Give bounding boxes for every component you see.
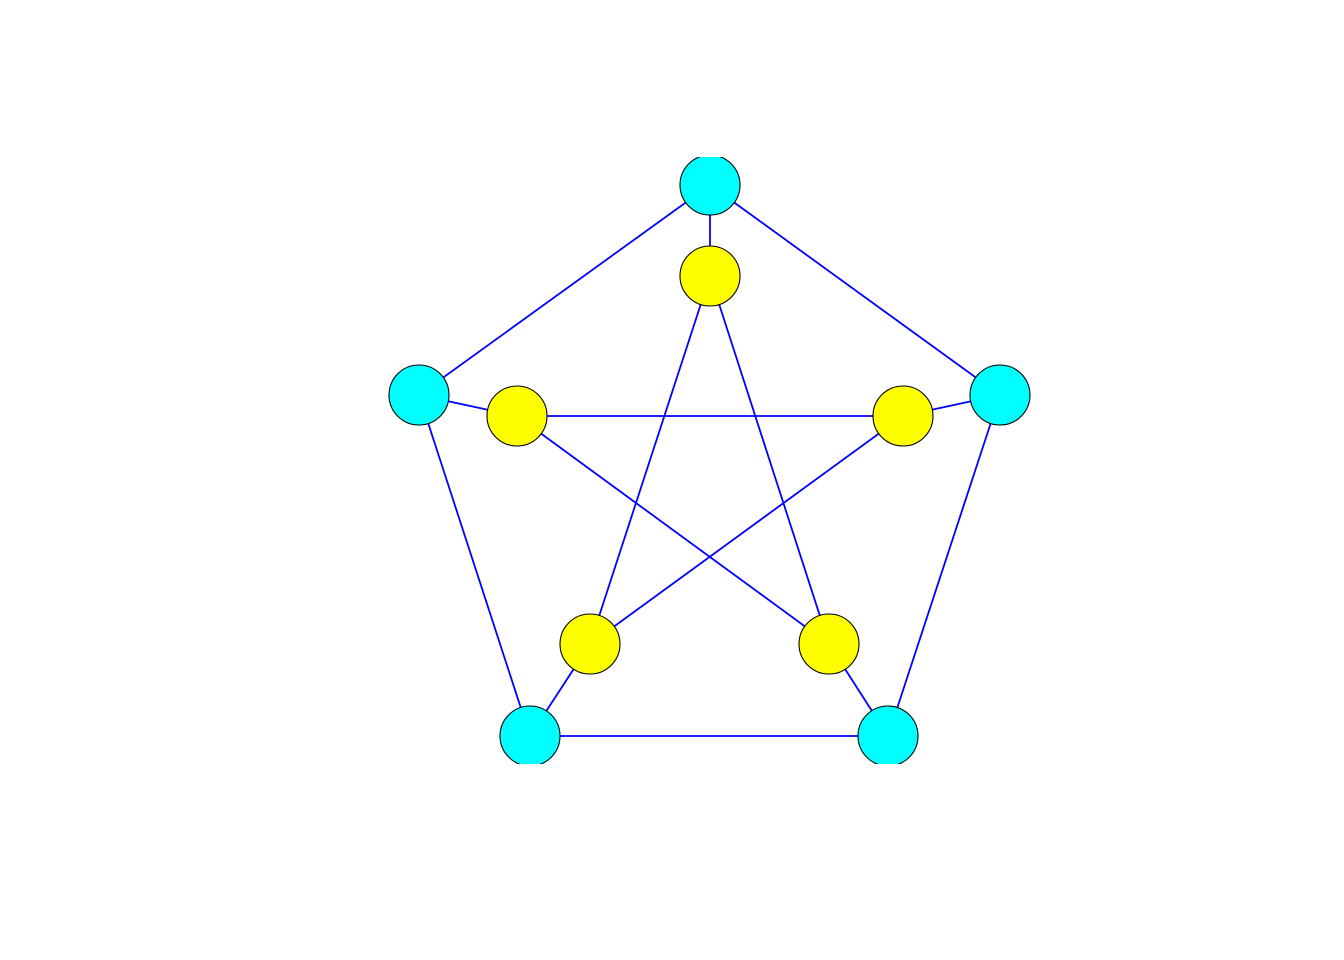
edge-i2-i5 bbox=[516, 415, 830, 645]
inner-node-i2 bbox=[486, 385, 548, 447]
outer-node-o4 bbox=[499, 705, 561, 764]
inner-node-i1 bbox=[679, 245, 741, 307]
outer-node-o2 bbox=[388, 364, 450, 426]
inner-node-i5 bbox=[798, 613, 860, 675]
plot-region bbox=[388, 157, 1031, 764]
edge-o5-o3 bbox=[887, 394, 1001, 737]
edge-i1-i4 bbox=[589, 275, 711, 645]
edge-i3-i4 bbox=[589, 415, 904, 645]
edge-o3-o1 bbox=[709, 184, 1001, 396]
outer-node-o5 bbox=[857, 705, 919, 764]
edge-i1-i5 bbox=[709, 275, 830, 645]
node-layer bbox=[388, 157, 1031, 764]
inner-node-i4 bbox=[559, 613, 621, 675]
edge-o2-o4 bbox=[418, 394, 531, 737]
outer-node-o3 bbox=[969, 364, 1031, 426]
edge-o1-o2 bbox=[418, 184, 711, 396]
outer-node-o1 bbox=[679, 157, 741, 216]
inner-node-i3 bbox=[872, 385, 934, 447]
